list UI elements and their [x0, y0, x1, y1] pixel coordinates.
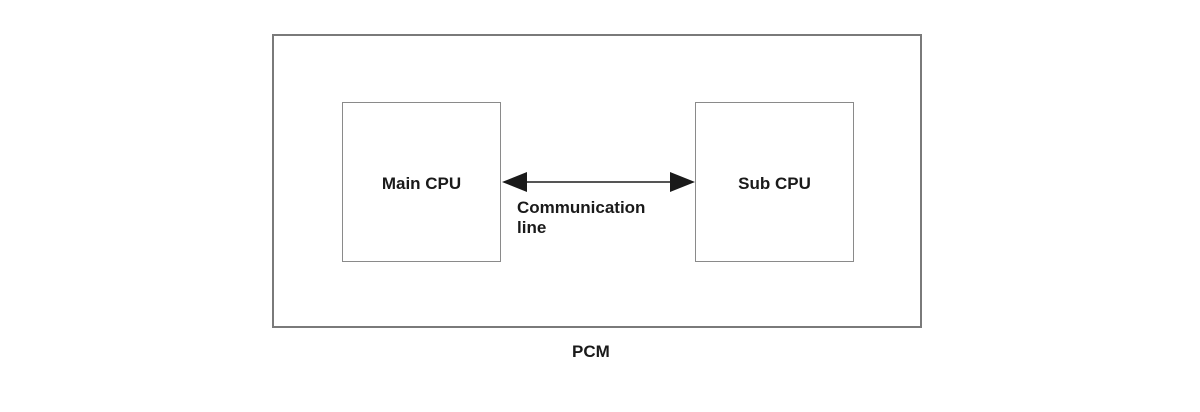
main-cpu-label: Main CPU [381, 174, 462, 193]
pcm-container [272, 34, 922, 328]
communication-line-label: Communication line [517, 198, 645, 238]
sub-cpu-label: Sub CPU [738, 174, 811, 193]
communication-line-label-line1: Communication [517, 198, 646, 217]
communication-line-label-line2: line [517, 218, 547, 237]
pcm-label: PCM [572, 342, 610, 361]
main-cpu-box: Main CPU [342, 102, 501, 262]
sub-cpu-box: Sub CPU [695, 102, 854, 262]
